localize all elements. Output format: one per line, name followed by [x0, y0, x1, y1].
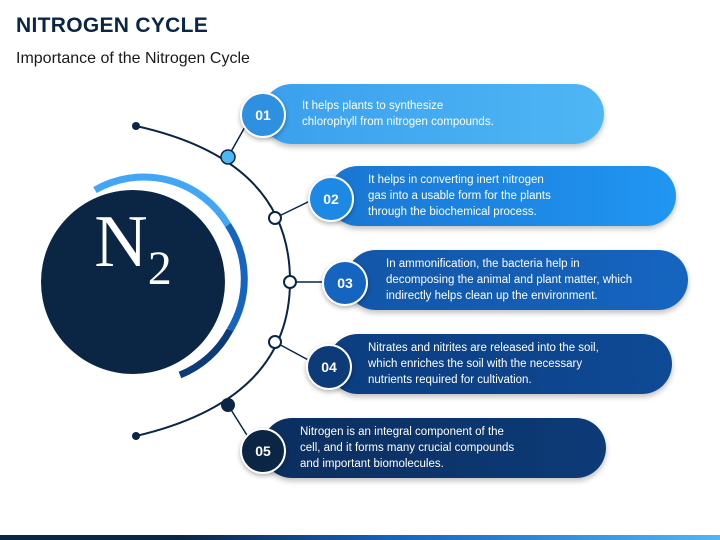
arc-node-05: [221, 398, 235, 412]
slide-subtitle: Importance of the Nitrogen Cycle: [16, 50, 250, 67]
item-05-card: Nitrogen is an integral component of the…: [262, 418, 606, 478]
n2-symbol: N2: [94, 201, 172, 295]
item-01-badge: 01: [240, 92, 286, 138]
arc-node-02: [268, 211, 282, 225]
connector-04: [274, 341, 313, 363]
ring-segment-dark: [178, 328, 234, 379]
item-03-card: In ammonification, the bacteria help in …: [346, 250, 688, 310]
n2-circle: [41, 190, 225, 374]
item-03-badge: 03: [322, 260, 368, 306]
item-04-card: Nitrates and nitrites are released into …: [328, 334, 672, 394]
item-04-badge: 04: [306, 344, 352, 390]
item-04-text: Nitrates and nitrites are released into …: [368, 342, 599, 386]
arc-node-04: [268, 335, 282, 349]
item-02-badge: 02: [308, 176, 354, 222]
slide-title: NITROGEN CYCLE: [16, 14, 209, 37]
arc-end-bottom: [132, 432, 140, 440]
item-03-text: In ammonification, the bacteria help in …: [386, 258, 633, 302]
arc-node-01: [220, 149, 236, 165]
arc-end-top: [132, 122, 140, 130]
item-01-card: It helps plants to synthesize chlorophyl…: [262, 84, 604, 144]
item-01-text: It helps plants to synthesize chlorophyl…: [302, 100, 494, 128]
item-02-text: It helps in converting inert nitrogen ga…: [368, 174, 551, 218]
item-05-badge: 05: [240, 428, 286, 474]
item-05-text: Nitrogen is an integral component of the…: [300, 426, 515, 470]
bottom-accent-bar: [0, 535, 720, 540]
item-02-card: It helps in converting inert nitrogen ga…: [328, 166, 676, 226]
arc-node-03: [283, 275, 297, 289]
ring-segment-mid: [225, 223, 248, 332]
ring-segment-light: [93, 173, 232, 227]
